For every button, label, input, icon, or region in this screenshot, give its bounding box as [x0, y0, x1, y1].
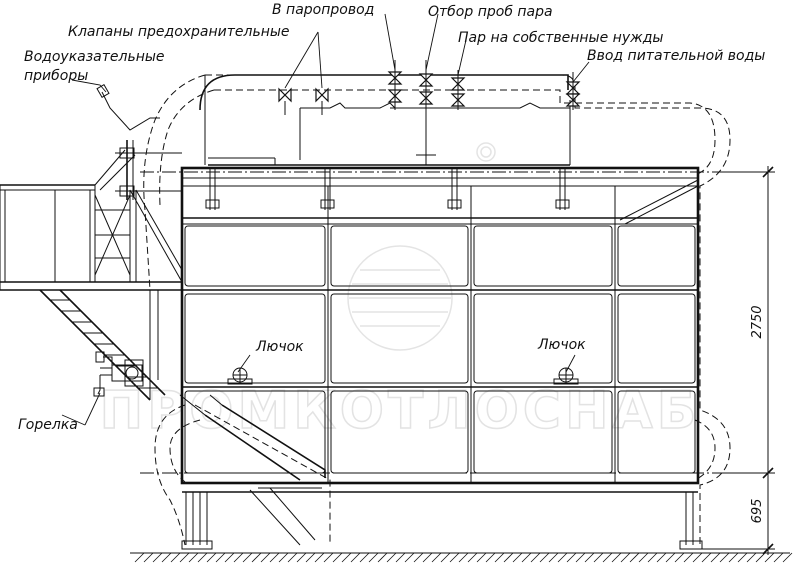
upper-drum: [140, 74, 742, 173]
watermark-emblem-icon: [347, 142, 496, 351]
dimensions: 2750 695: [700, 166, 775, 555]
label-feedwater-inlet: Ввод питательной воды: [587, 48, 765, 64]
label-to-steam-line: В паропровод: [272, 2, 374, 18]
label-safety-valves: Клапаны предохранительные: [68, 24, 290, 40]
watermark: ПРОМКОТЛОСНАБ: [99, 142, 701, 442]
callouts: Клапаны предохранительные Водоуказательн…: [18, 2, 765, 433]
watermark-text: ПРОМКОТЛОСНАБ: [100, 381, 701, 441]
top-valves: [278, 60, 581, 165]
lower-drum: [140, 472, 742, 550]
dimension-695: 695: [750, 499, 765, 524]
leader-lines: [61, 13, 590, 426]
label-hatch-left: Лючок: [255, 339, 304, 355]
furnace-tube: [179, 394, 331, 546]
hatch-right-icon: [553, 367, 579, 385]
label-burner: Горелка: [18, 417, 78, 433]
label-water-gauges-line1: Водоуказательные: [24, 49, 165, 65]
hatch-left-icon: [227, 367, 253, 385]
dimension-2750: 2750: [750, 305, 765, 338]
casing-outline: [143, 74, 731, 546]
label-own-needs-steam: Пар на собственные нужды: [458, 30, 663, 46]
water-gauges: [96, 83, 182, 200]
burner-assembly: [93, 351, 144, 397]
platform: [0, 149, 183, 401]
ground: [130, 552, 793, 563]
label-water-gauges-line2: приборы: [24, 68, 88, 84]
label-hatch-right: Лючок: [537, 337, 586, 353]
label-steam-sampling: Отбор проб пара: [428, 4, 553, 20]
